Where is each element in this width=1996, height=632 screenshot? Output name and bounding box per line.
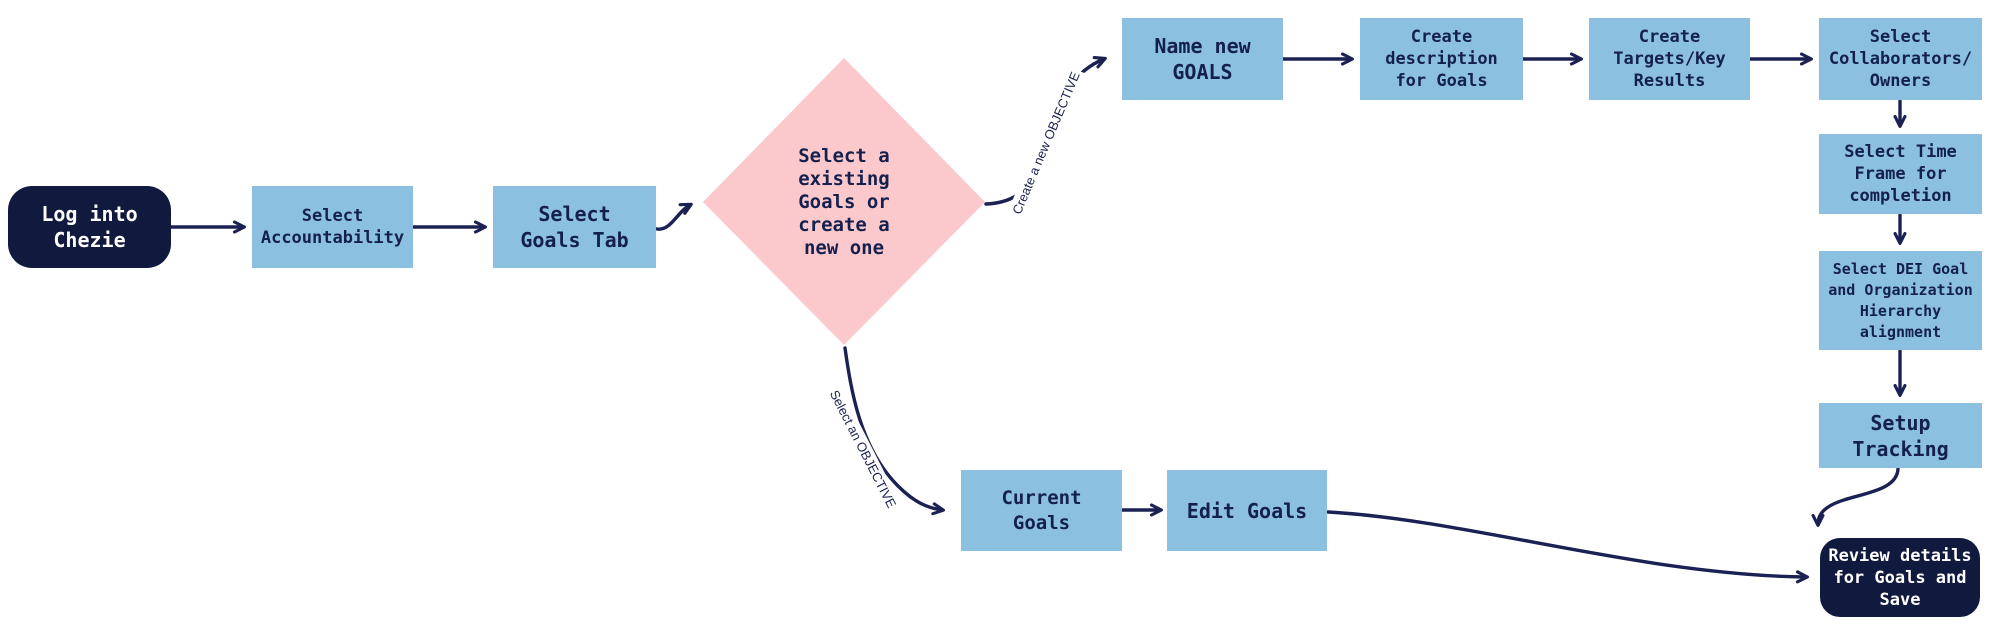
node-select-goals-tab[interactable]: Select Goals Tab [493, 186, 656, 268]
node-review-details-save[interactable]: Review details for Goals and Save [1820, 538, 1980, 617]
edge-goalstab-to-decision [655, 202, 693, 231]
node-decision-label: Select a existing Goals or create a new … [798, 144, 890, 259]
node-select-accountability[interactable]: Select Accountability [252, 186, 413, 268]
node-create-description[interactable]: Create description for Goals [1360, 18, 1523, 100]
node-current-goals[interactable]: Current Goals [961, 470, 1122, 551]
edge-tracking-to-review [1811, 467, 1900, 527]
node-select-dei-goal-alignment[interactable]: Select DEI Goal and Organization Hierarc… [1819, 251, 1982, 350]
edge-edit-to-review [1326, 510, 1809, 584]
node-log-into-chezie[interactable]: Log into Chezie [8, 186, 171, 268]
node-select-time-frame[interactable]: Select Time Frame for completion [1819, 134, 1982, 214]
node-select-collaborators-owners[interactable]: Select Collaborators/ Owners [1819, 18, 1982, 100]
node-edit-goals[interactable]: Edit Goals [1167, 470, 1327, 551]
node-create-targets-key-results[interactable]: Create Targets/Key Results [1589, 18, 1750, 100]
decision-diamond[interactable] [703, 58, 985, 345]
node-setup-tracking[interactable]: Setup Tracking [1819, 403, 1982, 468]
edge-decision-to-current-goals [843, 346, 945, 516]
node-name-new-goals[interactable]: Name new GOALS [1122, 18, 1283, 100]
